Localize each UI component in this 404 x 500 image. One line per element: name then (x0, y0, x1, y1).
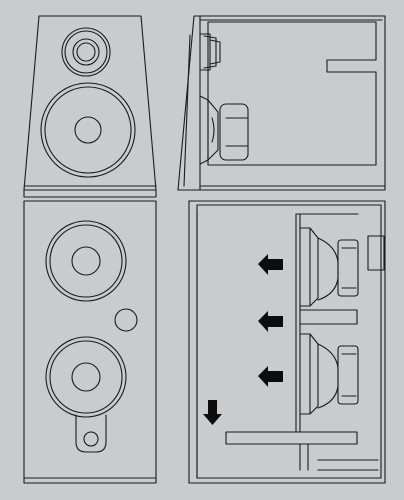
lower-cabinet-outline (23, 200, 157, 484)
arrow-left-2 (258, 311, 283, 332)
internal-baffle (295, 213, 301, 433)
woofer-middle-front (45, 220, 127, 302)
lower-section-outline (188, 200, 386, 484)
front-view (23, 15, 157, 484)
woofer-lower-front (45, 336, 127, 418)
driver-lower-section-1 (299, 227, 385, 307)
woofer-upper-front (40, 82, 136, 178)
arrow-left-3 (258, 366, 283, 387)
upper-cabinet-base (23, 189, 157, 198)
tweeter-section (199, 33, 221, 71)
section-view (177, 15, 386, 484)
arrow-left-1 (258, 254, 283, 275)
upper-inner-cavity (207, 21, 377, 166)
upper-section-outline (177, 15, 386, 191)
lower-port-tab (75, 414, 107, 453)
driver-upper-section (199, 95, 249, 165)
driver-lower-section-2 (299, 333, 359, 415)
bass-port-front (114, 308, 138, 332)
arrow-down (203, 400, 222, 425)
tweeter-front (61, 27, 111, 77)
airflow-arrows (203, 254, 283, 425)
upper-cabinet-outline (23, 15, 157, 191)
